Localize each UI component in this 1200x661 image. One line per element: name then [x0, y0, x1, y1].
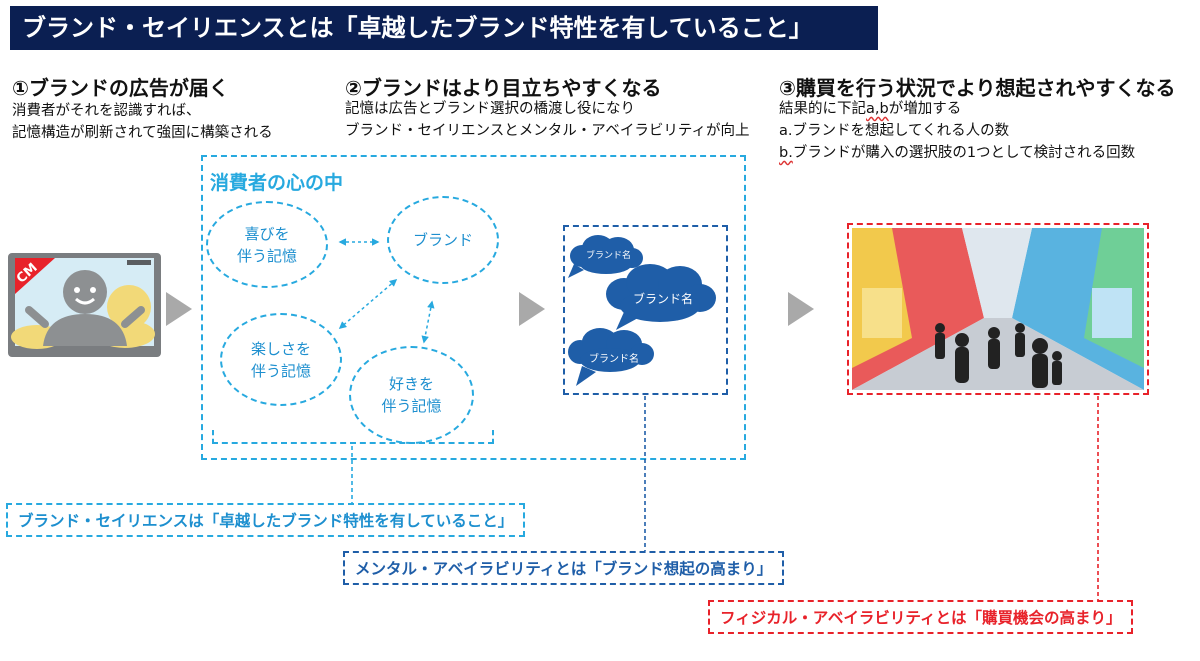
- shopping-street-illustration: [852, 228, 1144, 390]
- step2-line2: ブランド・セイリエンスとメンタル・アベイラビリティが向上: [345, 123, 750, 139]
- step1-text: 消費者がそれを認識すれば、 記憶構造が刷新されて強固に構築される: [12, 100, 273, 144]
- step1-line2: 記憶構造が刷新されて強固に構築される: [12, 125, 273, 141]
- step3-line1: 結果的に下記a,bが増加する: [779, 98, 1135, 120]
- fun-memory-bubble: 楽しさを 伴う記憶: [220, 313, 342, 406]
- tv-icon: [8, 253, 161, 357]
- flow-arrow-1-icon: [166, 292, 192, 326]
- step3-heading: ③購買を行う状況でより想起されやすくなる: [779, 76, 1176, 100]
- physical-availability-label: フィジカル・アベイラビリティとは「購買機会の高まり」: [708, 600, 1134, 634]
- brand-bubble: ブランド: [387, 196, 499, 284]
- cloud-big-icon: [606, 264, 716, 330]
- step3-text: 結果的に下記a,bが増加する a.ブランドを想起してくれる人の数 b.ブランドが…: [779, 98, 1135, 164]
- step3-line3-rest: ブランドが購入の選択肢の1つとして検討される回数: [792, 145, 1136, 161]
- flow-arrow-2-icon: [519, 292, 545, 326]
- cloud-top-label: ブランド名: [586, 251, 632, 261]
- step1-heading: ①ブランドの広告が届く: [12, 76, 229, 100]
- tv-commercial-illustration: CM: [7, 252, 162, 358]
- cloud-bottom-icon: [568, 328, 654, 386]
- consumer-mind-title: 消費者の心の中: [210, 172, 344, 194]
- step2-line1: 記憶は広告とブランド選択の橋渡し役になり: [345, 101, 635, 117]
- page-title: ブランド・セイリエンスとは「卓越したブランド特性を有していること」: [10, 6, 878, 50]
- cloud-top-icon: [568, 235, 643, 278]
- brand-recall-box: [563, 225, 728, 395]
- brand-name-clouds: [568, 235, 716, 386]
- step1-line1: 消費者がそれを認識すれば、: [12, 103, 201, 119]
- step3-line1-prefix: 結果的に下記: [779, 101, 866, 117]
- shopping-scene-frame: [847, 223, 1149, 395]
- step3-line3: b.ブランドが購入の選択肢の1つとして検討される回数: [779, 142, 1135, 164]
- flow-arrow-3-icon: [788, 292, 814, 326]
- brand-like-arrow: [421, 300, 435, 344]
- mental-availability-label: メンタル・アベイラビリティとは「ブランド想起の高まり」: [343, 551, 785, 585]
- step3-line1-mark: a,b: [866, 101, 889, 117]
- step2-heading: ②ブランドはより目立ちやすくなる: [345, 76, 662, 100]
- step2-text: 記憶は広告とブランド選択の橋渡し役になり ブランド・セイリエンスとメンタル・アベ…: [345, 98, 750, 142]
- joy-memory-bubble: 喜びを 伴う記憶: [206, 201, 328, 288]
- step3-line2: a.ブランドを想起してくれる人の数: [779, 123, 1010, 139]
- step3-line3-mark: b.: [779, 145, 793, 161]
- brand-fun-arrow: [338, 279, 398, 329]
- brand-salience-label: ブランド・セイリエンスは「卓越したブランド特性を有していること」: [6, 503, 526, 537]
- cloud-bottom-label: ブランド名: [589, 354, 639, 365]
- step3-line1-suffix: が増加する: [888, 101, 962, 117]
- cloud-big-label: ブランド名: [633, 292, 694, 306]
- association-arrows: [338, 238, 435, 344]
- mind-bracket: [212, 430, 494, 444]
- consumer-mind-box: [201, 155, 746, 460]
